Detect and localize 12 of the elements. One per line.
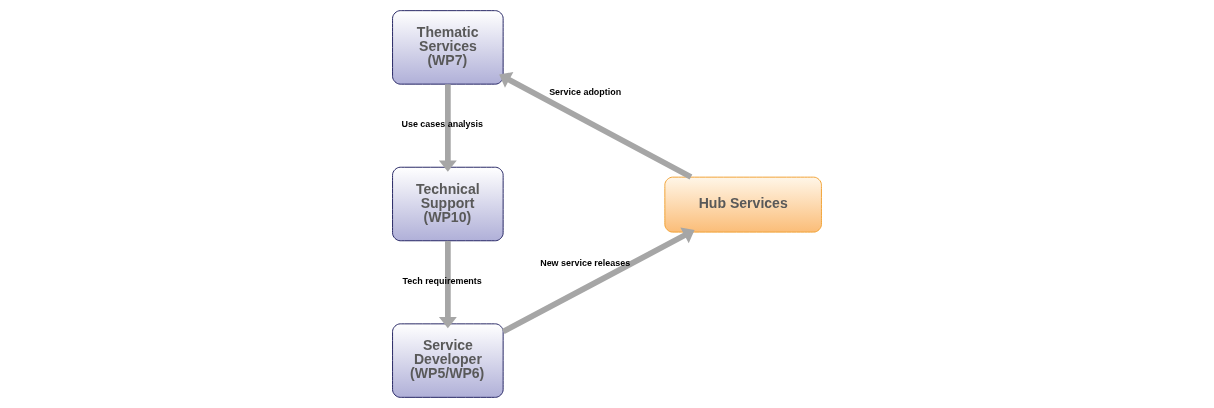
arrow (499, 72, 693, 180)
edge-label: Tech requirements (402, 276, 482, 287)
node-box: Technical Support (WP10) (392, 166, 504, 242)
arrow (438, 240, 457, 329)
node-box: Service Developer (WP5/WP6) (392, 323, 504, 398)
node-box: Hub Services (664, 176, 822, 233)
edge-label: Service adoption (549, 87, 622, 98)
node-box: Thematic Services (WP7) (392, 10, 504, 85)
edge-label: Use cases analysis (401, 119, 484, 130)
arrow (438, 84, 457, 172)
edge-label: New service releases (540, 258, 631, 269)
arrow (501, 227, 695, 335)
